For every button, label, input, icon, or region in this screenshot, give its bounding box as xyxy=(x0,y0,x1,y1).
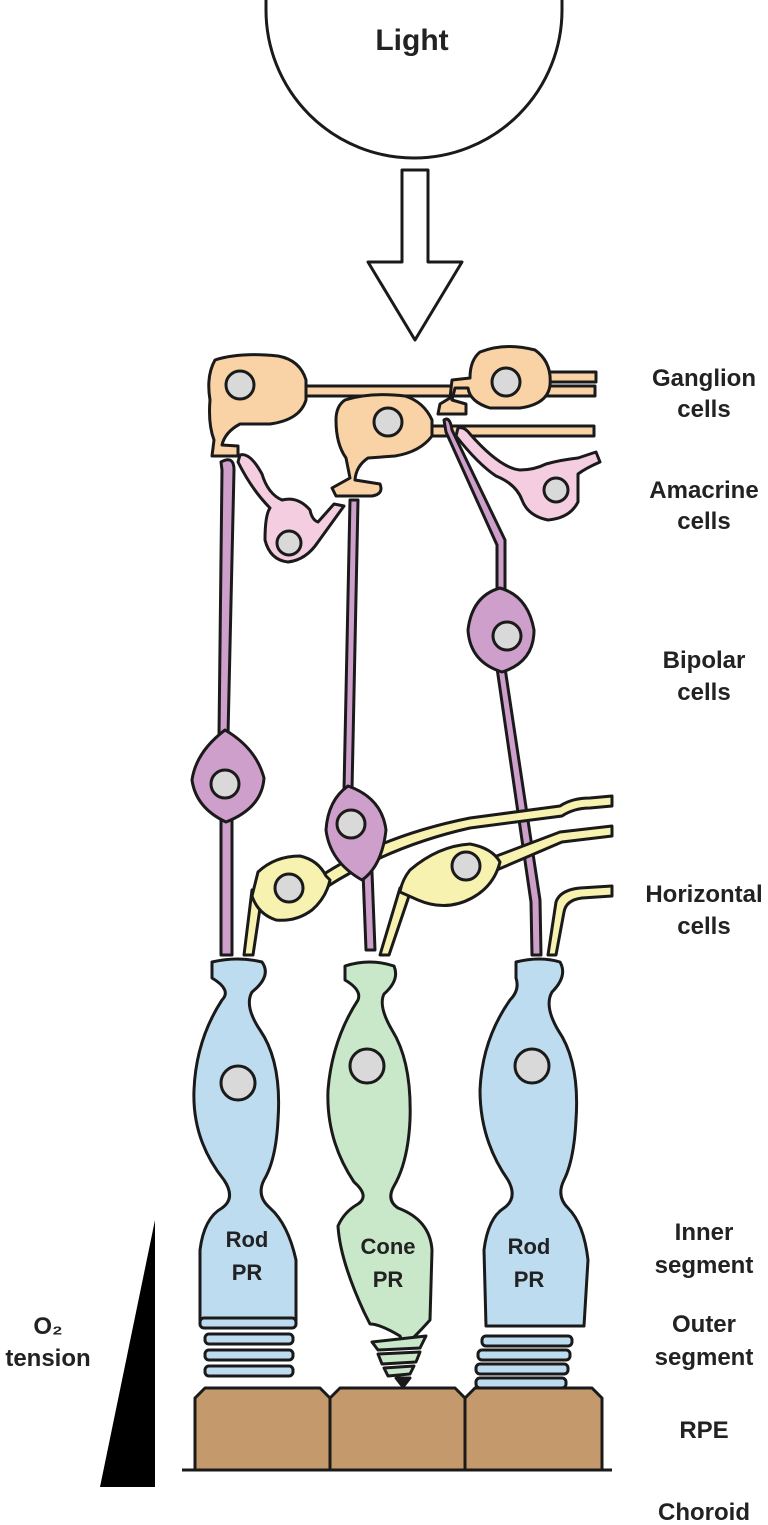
o2-label-line2: tension xyxy=(5,1345,90,1372)
nucleus xyxy=(490,366,522,398)
horizontal-label-line1: Horizontal xyxy=(645,881,762,908)
light-source xyxy=(264,0,564,160)
amacrine-label-line2: cells xyxy=(677,508,730,535)
rpe-layer xyxy=(193,1386,604,1472)
nucleus xyxy=(224,369,256,401)
rod-left-label-line1: Rod xyxy=(226,1227,269,1252)
cone-label-line2: PR xyxy=(373,1267,404,1292)
outer-segment-label-line2: segment xyxy=(655,1344,754,1371)
ganglion-cell-right xyxy=(436,345,552,416)
rpe-label: RPE xyxy=(679,1417,728,1444)
nucleus xyxy=(348,1047,386,1085)
cone-label-line1: Cone xyxy=(361,1234,416,1259)
nucleus xyxy=(219,1064,257,1102)
ganglion-cell-left xyxy=(207,353,308,458)
ganglion-label-line2: cells xyxy=(677,396,730,423)
bipolar-cell-left xyxy=(190,728,266,824)
bipolar-label-line1: Bipolar xyxy=(663,647,746,674)
nucleus xyxy=(513,1047,551,1085)
cone-outer-segment xyxy=(370,1334,428,1389)
amacrine-cell-right xyxy=(454,426,602,522)
nucleus xyxy=(450,850,482,882)
bipolar-cell-top-right xyxy=(466,586,536,674)
rod-outer-segment-left xyxy=(198,1316,298,1378)
horizontal-cell-left xyxy=(250,854,332,922)
ganglion-cell-middle xyxy=(330,393,434,498)
bipolar-label-line2: cells xyxy=(677,679,730,706)
nucleus xyxy=(491,620,523,652)
inner-segment-label-line2: segment xyxy=(655,1252,754,1279)
rod-photoreceptor-right xyxy=(478,957,590,1328)
nucleus xyxy=(372,406,404,438)
light-label: Light xyxy=(375,24,448,57)
rod-right-label-line2: PR xyxy=(514,1267,545,1292)
rod-photoreceptor-left xyxy=(192,957,298,1322)
horizontal-label-line2: cells xyxy=(677,913,730,940)
amacrine-cell-left xyxy=(236,453,346,564)
outer-segment-label-line1: Outer xyxy=(672,1311,736,1338)
nucleus xyxy=(275,529,303,557)
o2-gradient-wedge xyxy=(100,1220,155,1487)
rod-left-label-line2: PR xyxy=(232,1260,263,1285)
nucleus xyxy=(335,808,367,840)
nucleus xyxy=(273,872,305,904)
horizontal-cell-right xyxy=(398,842,502,907)
bipolar-cell-middle xyxy=(324,784,388,882)
o2-label-line1: O₂ xyxy=(33,1313,62,1340)
choroid-label: Choroid xyxy=(658,1499,750,1525)
rod-outer-segment-right xyxy=(474,1334,574,1390)
rod-right-label-line1: Rod xyxy=(508,1234,551,1259)
nucleus xyxy=(542,476,570,504)
ganglion-label-line1: Ganglion xyxy=(652,365,756,392)
light-arrow xyxy=(366,168,464,342)
amacrine-label-line1: Amacrine xyxy=(649,477,758,504)
inner-segment-label-line1: Inner xyxy=(675,1219,734,1246)
nucleus xyxy=(209,768,241,800)
